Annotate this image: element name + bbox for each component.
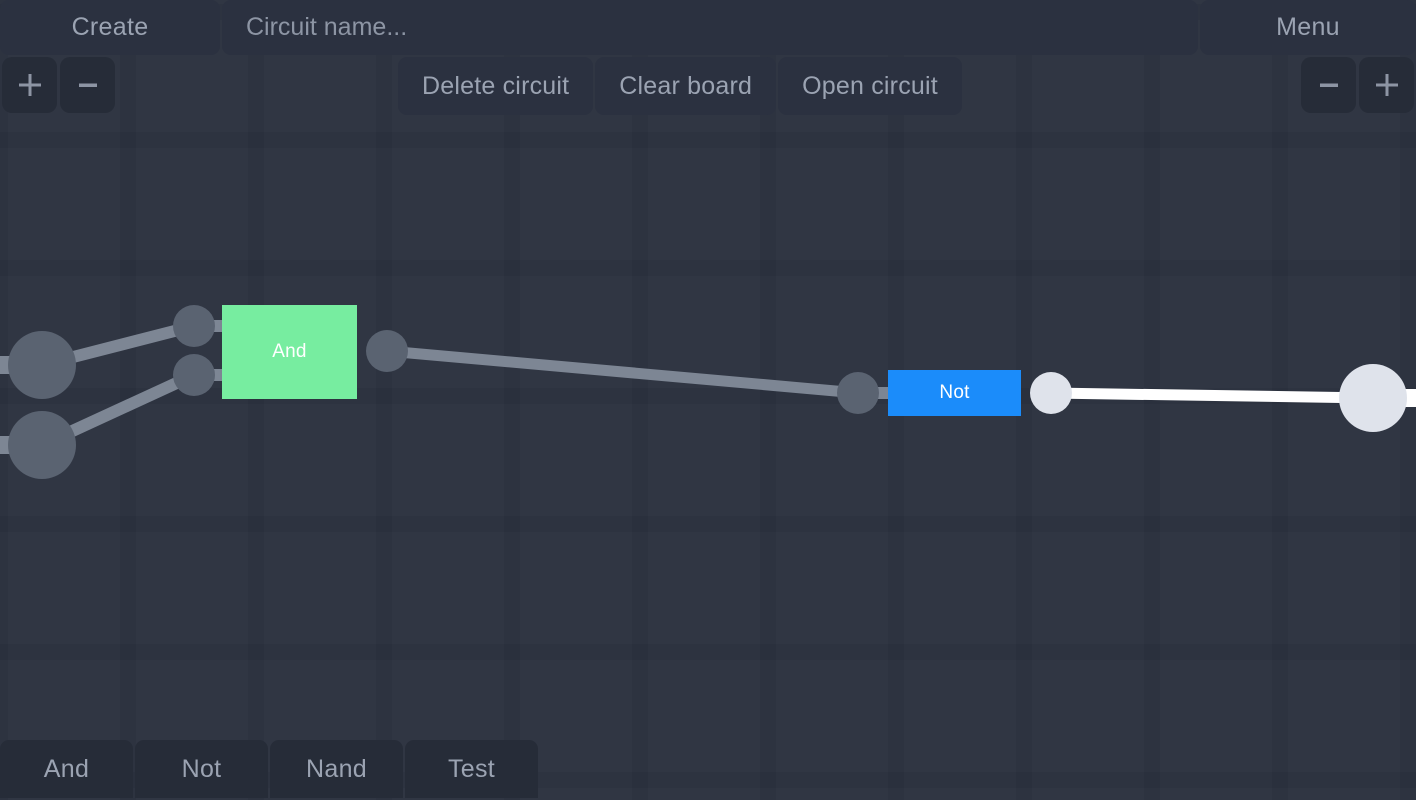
circuit-pin-not-in[interactable] [837,372,879,414]
palette-item-nand[interactable]: Nand [270,740,403,798]
zoom-in-button-right[interactable] [1359,57,1414,113]
circuit-pin-and-out[interactable] [366,330,408,372]
wire[interactable] [386,345,859,399]
plus-icon [1374,72,1400,98]
palette-item-and[interactable]: And [0,740,133,798]
circuit-pin-input-a[interactable] [8,331,76,399]
palette-item-test[interactable]: Test [405,740,538,798]
circuit-pin-and-in-1[interactable] [173,305,215,347]
toolbar-row-primary: Create Menu [0,0,1416,55]
clear-board-button[interactable]: Clear board [595,57,777,115]
gate-label: And [272,341,307,362]
palette-item-not[interactable]: Not [135,740,268,798]
menu-button[interactable]: Menu [1200,0,1416,55]
minus-icon [1316,72,1342,98]
circuit-gate-not[interactable]: Not [888,370,1021,416]
circuit-name-input[interactable] [222,0,1198,55]
circuit-gate-and[interactable]: And [222,305,357,399]
zoom-out-button-right[interactable] [1301,57,1356,113]
circuit-pin-input-b[interactable] [8,411,76,479]
circuit-pin-and-in-2[interactable] [173,354,215,396]
circuit-pin-not-out[interactable] [1030,372,1072,414]
circuit-pin-output-probe[interactable] [1339,364,1407,432]
zoom-out-button-left[interactable] [60,57,115,113]
create-button[interactable]: Create [0,0,220,55]
minus-icon [75,72,101,98]
zoom-in-button-left[interactable] [2,57,57,113]
gate-label: Not [939,382,970,403]
wire[interactable] [1050,387,1374,404]
delete-circuit-button[interactable]: Delete circuit [398,57,594,115]
plus-icon [17,72,43,98]
open-circuit-button[interactable]: Open circuit [778,57,962,115]
top-toolbar: Create Menu Delete [0,0,1416,115]
